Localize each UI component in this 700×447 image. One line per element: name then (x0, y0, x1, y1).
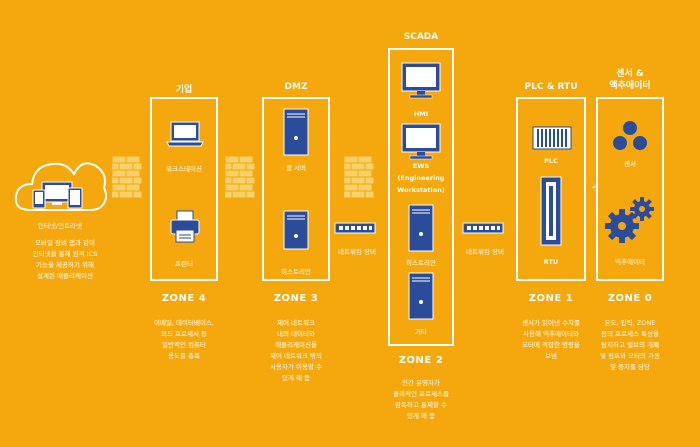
firewall-icon (112, 156, 142, 199)
zone4-description: 이메일, 데이터베이스, 외드 프로세서 등 일반적인 컴퓨터 용도를 총족 (153, 319, 215, 360)
zone1-description: 센서가 읽어낸 수치를 사용해 액추에이터와 모터에 적합한 명령을 보냄 (522, 319, 580, 360)
plc-label: PLC (544, 157, 558, 165)
other-server-icon (408, 272, 434, 320)
hmi-label: HMI (413, 110, 429, 118)
rtu-icon (540, 176, 562, 246)
header-dmz: DMZ (284, 82, 308, 92)
wireless-link-icon (589, 178, 599, 196)
sensor-icon (613, 121, 647, 150)
other-label: 기타 (415, 328, 427, 336)
web-server-label: 웹 서버 (285, 164, 306, 172)
printer-icon (170, 210, 200, 243)
laptop-icon (166, 121, 204, 147)
historian-server-icon (283, 210, 309, 250)
zone2-title: ZONE 2 (398, 355, 444, 366)
workstation-label: 워크스테이션 (166, 165, 202, 173)
ews-monitor-icon (401, 123, 441, 160)
zone1-title: ZONE 1 (528, 293, 574, 304)
header-enterprise: 기업 (175, 85, 193, 95)
cloud-section: 인터넷/인트라넷 모바일 장비 앱과 같이 인터넷을 통해 원격 ICS 기능을… (10, 140, 110, 300)
rtu-label: RTU (543, 258, 559, 266)
network-switch-icon (334, 222, 376, 234)
scada-historian-label: 히스토리안 (406, 259, 436, 267)
scada-historian-icon (408, 204, 434, 252)
ews-label: EWS (Engineering Workstation) (397, 162, 445, 194)
firewall-icon (344, 156, 374, 199)
firewall-icon (225, 156, 255, 199)
zone4-box (150, 97, 218, 281)
zone3-title: ZONE 3 (273, 293, 319, 304)
actuator-label: 액추에이터 (615, 258, 645, 266)
cloud-label: 인터넷/인트라넷 (37, 222, 83, 230)
header-sensor-actuator: 센서 & 액추에이터 (609, 69, 651, 91)
zone0-title: ZONE 0 (607, 293, 653, 304)
zone0-box (596, 97, 664, 281)
printer-label: 프린터 (175, 260, 193, 268)
zone4-title: ZONE 4 (161, 293, 207, 304)
plc-icon (532, 126, 572, 150)
actuator-gears-icon (605, 197, 654, 243)
header-plc-rtu: PLC & RTU (524, 82, 578, 92)
historian-label: 히스토리안 (281, 268, 311, 276)
cloud-devices-icon (14, 162, 108, 211)
hmi-monitor-icon (401, 62, 441, 99)
zone3-box (262, 97, 330, 281)
zone1-box (516, 97, 586, 281)
network-label-1: 네트워킹 장비 (338, 248, 376, 256)
zone2-description: 인간 운영자가 물리적인 프로세스를 감독하고 통제할 수 있게 해 줌 (393, 379, 449, 420)
network-switch-icon (462, 222, 504, 234)
sensor-label: 센서 (624, 160, 636, 168)
zone2-box (388, 48, 454, 346)
zone0-description: 온도, 압력, ZONE 등의 프로세스 특성을 탐지하고 밸브의 개폐 및 펌… (599, 319, 661, 371)
web-server-icon (283, 108, 309, 156)
zone3-description: 제어 네트워크 내의 데이터와 애플리케이션을 제어 네트워크 밖의 사용자가 … (270, 319, 322, 382)
header-scada: SCADA (403, 32, 439, 42)
network-label-2: 네트워킹 장비 (466, 248, 504, 256)
cloud-description: 모바일 장비 앱과 같이 인터넷을 통해 원격 ICS 기능을 제공하기 위해 … (32, 239, 98, 280)
